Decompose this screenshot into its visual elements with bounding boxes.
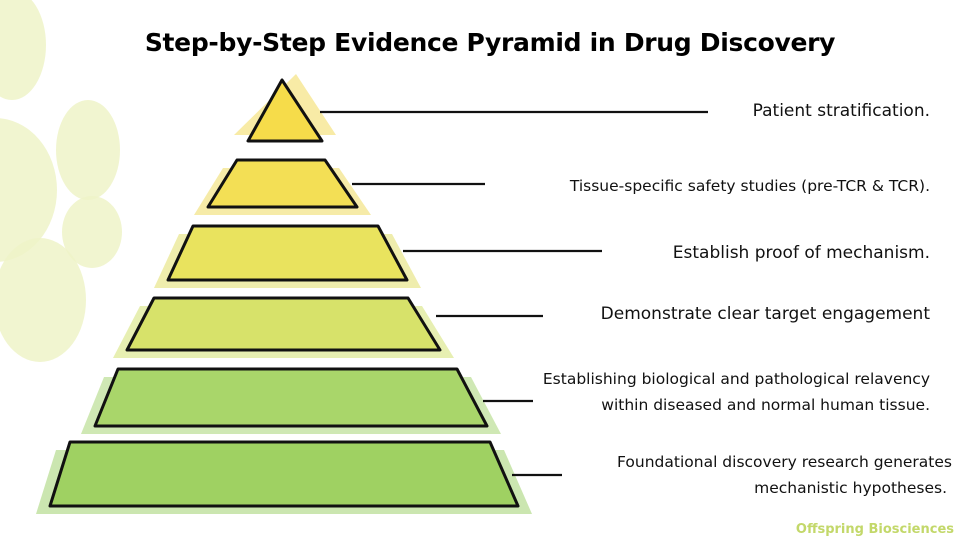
tier-shape [206,158,359,209]
level-label-proof-of-mechanism: Establish proof of mechanism. [672,243,930,263]
level-label-line: within diseased and normal human tissue. [601,395,930,414]
tier-shape [125,296,442,352]
brand-logo-text: Offspring Biosciences [795,522,954,537]
level-label-patient-stratification: Patient stratification. [752,101,930,121]
level-label-target-engagement: Demonstrate clear target engagement [600,304,930,324]
level-label-line: mechanistic hypotheses. [754,478,947,497]
flower-petal [0,118,57,262]
tier-shape [246,78,324,143]
tier-shape [166,224,409,282]
flower-petal [0,238,86,362]
page-title: Step-by-Step Evidence Pyramid in Drug Di… [144,28,836,57]
level-label-foundational-research: Foundational discovery research generate… [617,450,952,501]
tier-shape [48,440,520,508]
tier-shape [93,367,489,428]
level-label-biological-relevancy: Establishing biological and pathological… [543,367,930,418]
pyramid-tier [194,158,485,215]
level-label-line: Foundational discovery research generate… [617,453,952,471]
flower-petal [56,100,120,200]
level-label-line: Establishing biological and pathological… [542,370,930,388]
level-label-safety-studies: Tissue-specific safety studies (pre-TCR … [569,177,930,195]
flower-petal [62,196,122,268]
pyramid-tier [154,224,602,288]
pyramid-tier [81,367,533,434]
pyramid-tier [36,440,562,514]
pyramid-tier [113,296,543,358]
pyramid-tier [234,74,708,143]
flower-petal [0,0,46,100]
